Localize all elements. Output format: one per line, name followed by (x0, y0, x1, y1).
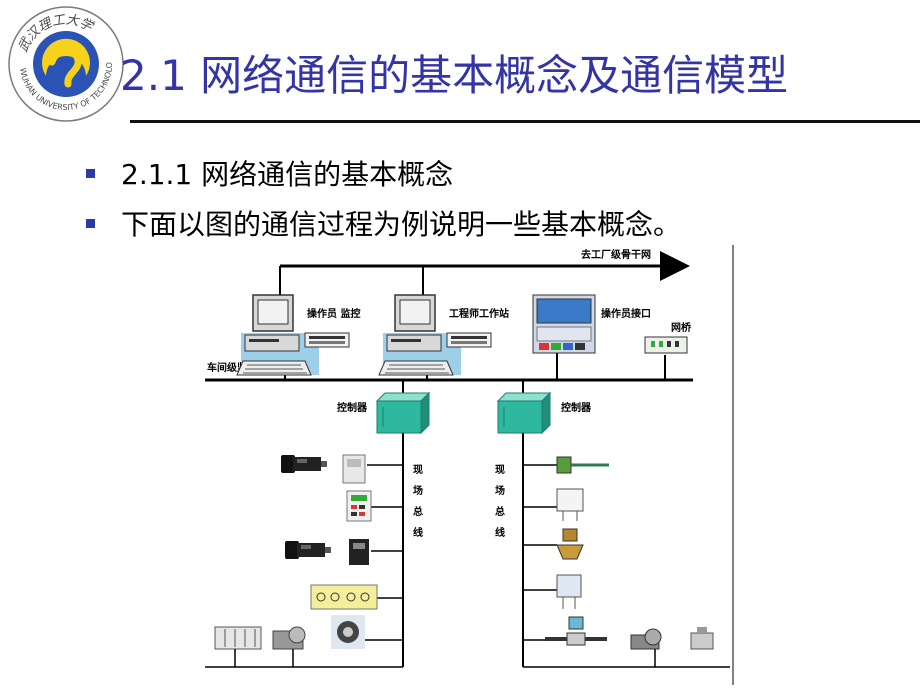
valve-actuator-left (272, 626, 306, 650)
operator-monitor-label: 操作员 监控 (307, 307, 360, 320)
transmitter-2 (556, 574, 582, 609)
fieldbus-right-char: 现 (495, 464, 505, 476)
controller-left (375, 391, 431, 435)
bullet-item: 下面以图的通信过程为例说明一些基本概念。 (86, 198, 681, 248)
fieldbus-right-char: 场 (495, 484, 505, 497)
bullet-text: 下面以图的通信过程为例说明一些基本概念。 (121, 208, 682, 241)
fieldbus-left-char: 线 (413, 526, 423, 539)
fieldbus-right-char: 线 (495, 526, 505, 539)
title-divider (130, 120, 920, 123)
fieldbus-right-char: 总 (495, 505, 505, 518)
bullet-item: 2.1.1 网络通信的基本概念 (86, 148, 681, 198)
small-valve (690, 627, 714, 650)
gateway-device (644, 336, 688, 354)
fieldbus-left-char: 场 (413, 484, 423, 497)
bullet-square-icon (86, 168, 95, 178)
engineer-station-label: 工程师工作站 (449, 307, 509, 320)
network-diagram: 去工厂级骨干网 车间级监控 操作员 监控 工程师工作站 操作员接口 网桥 (205, 245, 734, 685)
controller-right (496, 391, 552, 435)
fieldbus-left-char: 现 (413, 464, 423, 476)
io-rack (214, 626, 262, 650)
university-logo: 武汉理工大学 WUHAN UNIVERSITY OF TECHNOLOGY (6, 4, 124, 122)
drive-unit-2 (349, 539, 369, 565)
flow-meter (545, 616, 607, 646)
terminal-module (310, 584, 378, 610)
fieldbus-left-char: 总 (413, 505, 423, 518)
backbone-label: 去工厂级骨干网 (581, 248, 651, 261)
servo-motor-1 (281, 455, 327, 473)
bullet-list: 2.1.1 网络通信的基本概念 下面以图的通信过程为例说明一些基本概念。 (86, 148, 681, 248)
control-valve (556, 528, 584, 560)
pump-unit (331, 615, 365, 649)
operator-interface-panel (532, 294, 596, 354)
bullet-text: 2.1.1 网络通信的基本概念 (121, 158, 454, 191)
controller-right-label: 控制器 (561, 401, 592, 414)
temperature-sensor (556, 456, 609, 474)
controller-left-label: 控制器 (337, 401, 368, 414)
io-module (346, 490, 372, 522)
drive-unit-1 (342, 454, 366, 484)
gateway-label: 网桥 (671, 321, 692, 334)
valve-actuator-right (630, 628, 662, 650)
operator-interface-label: 操作员接口 (601, 307, 651, 320)
page-title: 2.1 网络通信的基本概念及通信模型 (120, 51, 789, 100)
servo-motor-2 (285, 541, 331, 559)
transmitter-1 (556, 488, 584, 521)
bullet-square-icon (86, 218, 95, 228)
